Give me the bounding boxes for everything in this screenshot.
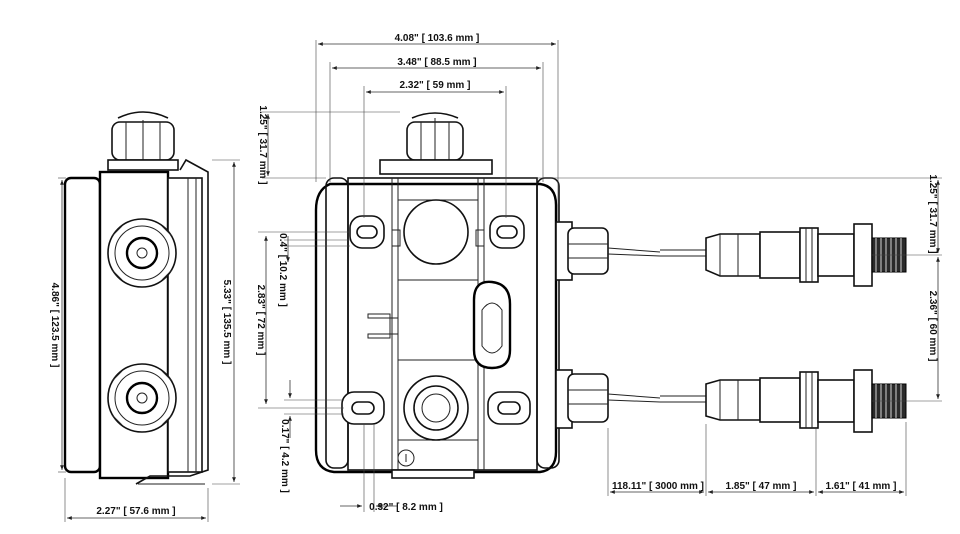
front-top-gland	[379, 112, 493, 175]
front-view	[314, 112, 661, 479]
dim-top-gland-height: 1.25" [ 31.7 mm ]	[257, 105, 268, 184]
right-gland-upper	[555, 221, 661, 281]
dim-cable-spacing: 2.36" [ 60 mm ]	[927, 291, 938, 362]
right-gland-lower	[555, 369, 661, 429]
dim-bottom-offset: 0.17" [ 4.2 mm ]	[279, 419, 290, 493]
dim-side-depth: 2.27" [ 57.6 mm ]	[96, 506, 175, 517]
dim-mount-width: 3.48" [ 88.5 mm ]	[397, 57, 476, 68]
cable-connector-lower	[660, 369, 907, 433]
dim-connector-length: 1.85" [ 47 mm ]	[726, 481, 797, 492]
side-gland-upper	[107, 218, 177, 288]
top-dimensions: 4.08" [ 103.6 mm ] 3.48" [ 88.5 mm ] 2.3…	[315, 33, 559, 222]
dim-right-top-offset: 1.25" [ 31.7 mm ]	[927, 174, 938, 253]
dim-inner-width: 2.32" [ 59 mm ]	[400, 80, 471, 91]
bottom-dimensions: 0.32" [ 8.2 mm ] 118.11" [ 3000 mm ] 1.8…	[340, 422, 907, 513]
cable-connector-upper	[660, 223, 907, 287]
dim-plug-length: 1.61" [ 41 mm ]	[826, 481, 897, 492]
dim-side-total-height: 5.33" [ 135.5 mm ]	[221, 280, 232, 365]
dim-slot-height: 0.4" [ 10.2 mm ]	[277, 233, 288, 307]
front-bottom-gland	[403, 375, 469, 441]
mounting-slots	[341, 215, 531, 425]
side-view: 4.86" [ 123.5 mm ] 5.33" [ 135.5 mm ] 2.…	[49, 111, 240, 522]
dim-hole-spacing: 2.83" [ 72 mm ]	[255, 285, 266, 356]
dim-overall-width: 4.08" [ 103.6 mm ]	[395, 33, 480, 44]
side-top-gland	[107, 111, 179, 171]
left-dimensions: 1.25" [ 31.7 mm ] 0.4" [ 10.2 mm ] 2.83"…	[255, 105, 400, 493]
dim-bottom-slot-width: 0.32" [ 8.2 mm ]	[369, 502, 443, 513]
dim-cable-length: 118.11" [ 3000 mm ]	[612, 481, 704, 492]
dim-side-height: 4.86" [ 123.5 mm ]	[49, 283, 60, 368]
side-gland-lower	[107, 363, 177, 433]
right-dimensions: 1.25" [ 31.7 mm ] 2.36" [ 60 mm ]	[500, 174, 942, 402]
